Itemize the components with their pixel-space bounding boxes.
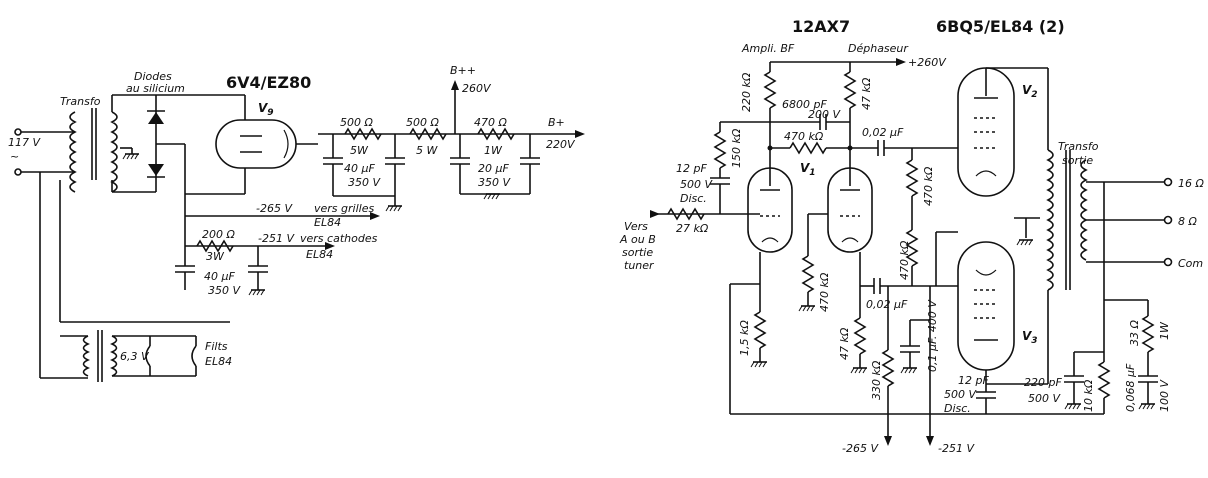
r330k-label: 330 kΩ [870,360,883,400]
c3v-label: 350 V [208,284,241,297]
r470k-d-label: 470 kΩ [898,240,911,280]
bplus-label: B+ [548,116,565,129]
transfo-label: Transfo [60,95,101,108]
c0068-label: 0,068 µF [1124,363,1137,412]
c002a-label: 0,02 µF [862,126,904,139]
diodes-label-2: au silicium [126,82,185,95]
rectifier-tube-label: 6V4/EZ80 [226,73,311,92]
r2-label: 500 Ω [406,116,439,129]
silicon-diodes: Diodes au silicium [126,70,186,194]
r1-label: 500 Ω [340,116,373,129]
r1w-label: 5W [350,144,369,157]
tube1-label: 12AX7 [792,17,850,36]
speaker-outputs: 16 Ω 8 Ω Com [1086,177,1204,270]
r47k-top-label: 47 kΩ [860,77,873,110]
c6800v-label: 200 V [808,108,841,121]
neg265-label: -265 V [256,202,293,215]
r3-label: 470 Ω [474,116,507,129]
mains-voltage-label: 117 V [8,136,41,149]
r4-label: 200 Ω [202,228,235,241]
sortie-label: sortie [622,246,653,259]
r27k-label: 27 kΩ [676,222,709,235]
r33-label: 33 Ω [1128,320,1141,346]
pentode-v3: V3 [957,241,1038,384]
r2w-label: 5 W [416,144,438,157]
c0068v-label: 100 V [1158,379,1171,412]
transfo-sortie-label-1: Transfo [1058,140,1099,153]
r4w-label: 3W [206,250,225,263]
c220pf-label: 220 pF [1024,376,1062,389]
r470k-c-label: 470 kΩ [818,272,831,312]
c2-label: 20 µF [478,162,509,175]
pentode-v2: V2 [957,67,1038,197]
c12pf-label: 12 pF [676,162,707,175]
output-transformer: Transfo sortie [1046,140,1099,291]
vers-label: Vers [624,220,648,233]
bpp-label: B++ [450,64,476,77]
r33w-label: 1W [1158,321,1171,340]
fil-label-2: EL84 [205,355,232,368]
neg251-label: -251 V [258,232,295,245]
c002b-label: 0,02 µF [866,298,908,311]
disc-b-label: Disc. [944,402,971,415]
c12pf-bv-label: 500 V [944,388,977,401]
vers-grilles-label: vers grilles [314,202,374,215]
v220-label: 220V [546,138,576,151]
heater-voltage-label: 6,3 V [120,350,150,363]
el84b-label: EL84 [306,248,333,261]
negative-supply: -265 V vers grilles EL84 200 Ω 3W -251 V… [175,194,380,297]
mains-input: 117 V ~ [8,128,75,176]
r47k-b-label: 47 kΩ [838,327,851,360]
v2-label: V2 [1022,83,1038,100]
r220k-label: 220 kΩ [740,72,753,112]
c6800-label: 6800 pF [782,98,827,111]
r470k-b-label: 470 kΩ [922,166,935,206]
c3-label: 40 µF [204,270,235,283]
c220pfv-label: 500 V [1028,392,1061,405]
dephaseur-label: Déphaseur [848,42,909,55]
r150k-label: 150 kΩ [730,128,743,168]
el84a-label: EL84 [314,216,341,229]
vers-cathodes-label: vers cathodes [300,232,378,245]
tuner-label: tuner [624,259,655,272]
v3-label: V3 [1022,329,1038,346]
tube2-label: 6BQ5/EL84 (2) [936,17,1065,36]
fil-label-1: Filts [205,340,228,353]
c12pf-b-label: 12 pF [958,374,989,387]
v260-label: 260V [462,82,492,95]
rectifier-ref-label: V9 [258,101,274,118]
plus260-label: +260V [908,56,947,69]
c1-label: 40 µF [344,162,375,175]
c2v-label: 350 V [478,176,511,189]
r3w-label: 1W [484,144,503,157]
neg251b-label: -251 V [938,442,975,455]
ht-filter-line: 500 Ω 5W 500 Ω 5 W 470 Ω 1W B++ 260V B+ … [318,64,585,212]
com-label: Com [1178,257,1203,270]
amplifier-section: 12AX7 Ampli. BF Déphaseur 6BQ5/EL84 (2) … [619,17,1204,455]
diodes-label-1: Diodes [134,70,172,83]
rectifier-tube-v9: 6V4/EZ80 V9 [156,73,318,195]
r470k-a-label: 470 kΩ [784,130,824,143]
disc-label: Disc. [680,192,707,205]
power-supply-section: 117 V ~ Transfo Diodes au si [8,64,585,382]
transfo-sortie-label-2: sortie [1062,154,1093,167]
mains-transformer: Transfo [60,95,118,193]
ampli-bf-label: Ampli. BF [741,42,795,55]
neg265b-label: -265 V [842,442,879,455]
c01-label: 0,1 µF. 400 V [926,299,939,372]
v1-label: V1 [800,161,816,178]
ac-symbol: ~ [10,150,19,163]
r15k-label: 1,5 kΩ [738,320,751,356]
c1v-label: 350 V [348,176,381,189]
out8-label: 8 Ω [1178,215,1197,228]
c12pfv-label: 500 V [680,178,713,191]
aoub-label: A ou B [619,233,656,246]
out16-label: 16 Ω [1178,177,1204,190]
triode-v1: V1 [747,161,873,253]
r10k-label: 10 kΩ [1082,379,1095,412]
heater-transformer: 6,3 V Filts EL84 [39,172,232,382]
